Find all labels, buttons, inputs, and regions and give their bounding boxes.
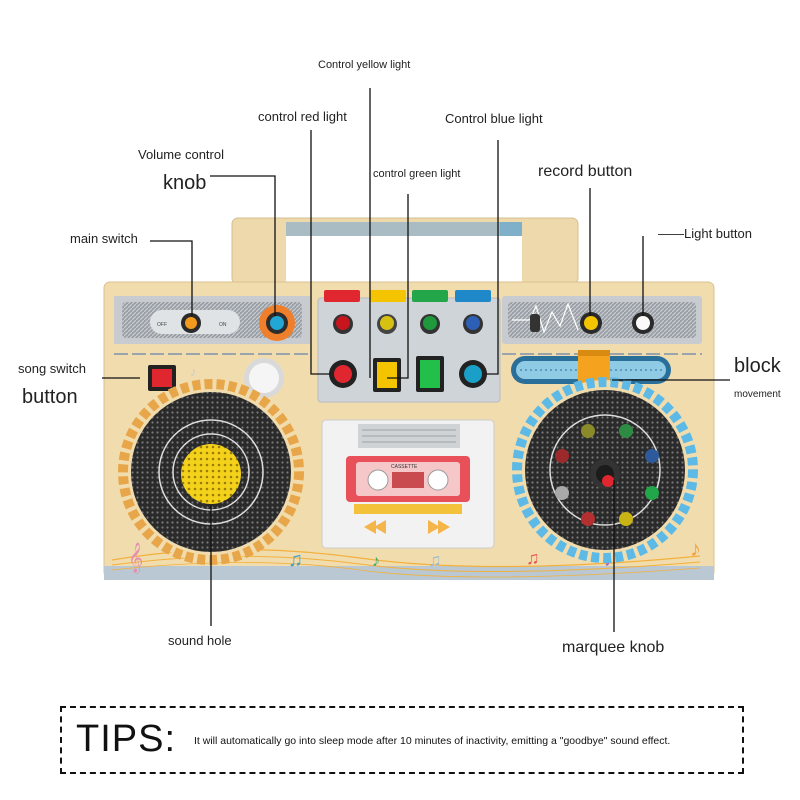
label-knob: knob [163, 172, 207, 194]
svg-text:𝄞: 𝄞 [128, 542, 143, 574]
svg-text:♪: ♪ [190, 364, 197, 379]
tips-box: TIPS: It will automatically go into slee… [60, 706, 744, 774]
yellow-light [377, 314, 397, 334]
marquee-lights [555, 424, 659, 526]
volume-knob[interactable] [259, 305, 295, 341]
song-switch-button[interactable] [148, 365, 176, 391]
svg-text:♪: ♪ [690, 536, 701, 561]
light-button[interactable] [632, 312, 654, 334]
green-light [420, 314, 440, 334]
block-slider[interactable] [578, 350, 610, 384]
label-sound-hole: sound hole [168, 633, 232, 648]
label-control-red-light: control red light [258, 109, 347, 124]
blue-light-button[interactable] [459, 360, 487, 388]
sound-hole [181, 444, 241, 504]
svg-text:♪: ♪ [372, 553, 380, 570]
record-button[interactable] [580, 312, 602, 334]
label-control-blue-light: Control blue light [445, 111, 543, 126]
handle [231, 217, 579, 285]
left-control-panel [114, 296, 310, 355]
tips-text: It will automatically go into sleep mode… [194, 735, 671, 747]
label-button: button [22, 386, 78, 408]
yellow-light-switch[interactable] [373, 358, 401, 392]
label-volume-control: Volume control [138, 147, 224, 162]
svg-text:♫: ♫ [288, 549, 303, 571]
svg-text:♫: ♫ [526, 548, 540, 568]
label-block: block [734, 355, 781, 377]
label-main-switch: main switch [70, 231, 138, 246]
white-light-button[interactable] [244, 358, 284, 398]
red-light-button[interactable] [329, 360, 357, 388]
blue-light [463, 314, 483, 334]
red-light [333, 314, 353, 334]
callout-lines [102, 88, 730, 632]
label-control-yellow-light: Control yellow light [318, 59, 411, 71]
label-marquee-knob: marquee knob [562, 639, 665, 656]
on-text: ON [219, 322, 227, 328]
cassette-label: CASSETTE [391, 464, 418, 470]
label-song-switch: song switch [18, 361, 86, 376]
light-panel [317, 290, 501, 403]
green-light-switch[interactable] [416, 356, 444, 392]
main-switch[interactable] [181, 313, 201, 333]
marquee-knob[interactable] [590, 459, 620, 489]
tips-title: TIPS: [76, 718, 177, 760]
cassette-deck [321, 419, 495, 549]
label-record-button: record button [538, 163, 633, 180]
label-control-green-light: control green light [373, 168, 461, 180]
off-text: OFF [157, 322, 167, 328]
label-light-button: ——Light button [658, 226, 752, 241]
label-movement: movement [734, 389, 781, 400]
svg-text:♫: ♫ [428, 550, 442, 570]
